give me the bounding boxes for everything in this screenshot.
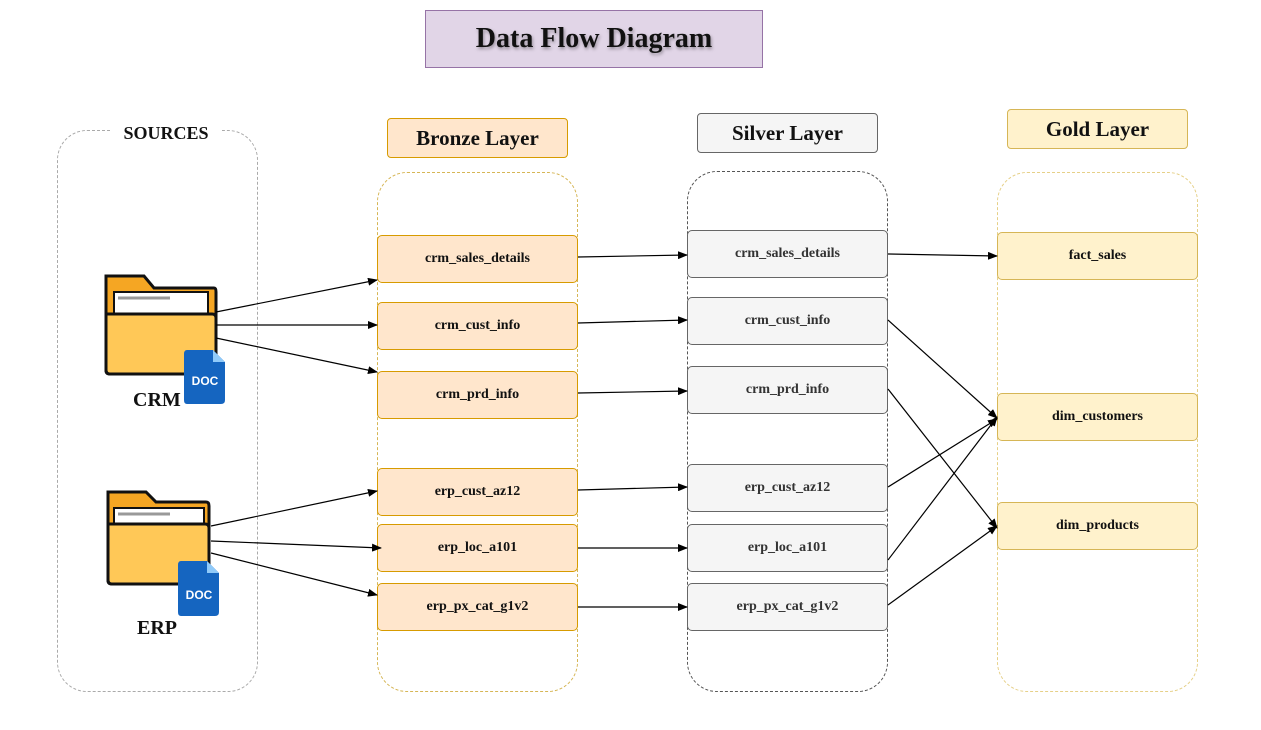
silver-node-erp-cust-az12: erp_cust_az12 [687, 464, 888, 512]
silver-node-erp-loc-a101: erp_loc_a101 [687, 524, 888, 572]
crm-folder-icon [104, 274, 218, 376]
edge-silver-crm-prd-info-to-dim-products [887, 388, 998, 529]
bronze-node-crm-sales-details: crm_sales_details [377, 235, 578, 283]
bronze-node-crm-cust-info: crm_cust_info [377, 302, 578, 350]
erp-doc-badge: DOC [185, 588, 213, 602]
gold-layer-header: Gold Layer [1007, 109, 1188, 149]
gold-node-dim-products: dim_products [997, 502, 1198, 550]
gold-node-dim-customers: dim_customers [997, 393, 1198, 441]
silver-node-crm-cust-info: crm_cust_info [687, 297, 888, 345]
bronze-layer-header: Bronze Layer [387, 118, 568, 158]
crm-doc-badge: DOC [191, 374, 219, 388]
bronze-layer-container [377, 172, 578, 692]
edge-silver-erp-px-cat-g1v2-to-dim-products [887, 525, 998, 606]
edge-silver-crm-cust-info-to-dim-customers [887, 319, 998, 419]
edge-erp-to-bronze-erp-loc-a101 [210, 540, 382, 552]
edge-crm-to-bronze-crm-prd-info [215, 337, 378, 375]
sources-label: SOURCES [110, 120, 222, 146]
bronze-node-crm-prd-info: crm_prd_info [377, 371, 578, 419]
silver-layer-header: Silver Layer [697, 113, 878, 153]
bronze-node-erp-loc-a101: erp_loc_a101 [377, 524, 578, 572]
erp-folder-icon [106, 490, 211, 586]
edge-silver-erp-loc-a101-to-dim-customers [887, 416, 998, 561]
edge-silver-erp-cust-az12-to-dim-customers [887, 418, 998, 488]
erp-doc-icon [178, 561, 219, 616]
bronze-node-erp-px-cat-g1v2: erp_px_cat_g1v2 [377, 583, 578, 631]
silver-node-crm-prd-info: crm_prd_info [687, 366, 888, 414]
erp-source-label: ERP [137, 617, 177, 639]
edge-bronze-to-silver-crm-sales-details [577, 251, 688, 260]
crm-doc-icon [184, 350, 225, 404]
bronze-node-erp-cust-az12: erp_cust_az12 [377, 468, 578, 516]
crm-source-label: CRM [133, 389, 181, 411]
edge-erp-to-bronze-erp-cust-az12 [210, 488, 378, 527]
edge-silver-to-gold-fact-sales [887, 251, 998, 260]
silver-layer-container [687, 171, 888, 692]
edge-bronze-to-silver-erp-cust-az12 [577, 483, 688, 492]
diagram-title: Data Flow Diagram [425, 10, 763, 68]
edge-erp-to-bronze-erp-px-cat-g1v2 [210, 552, 378, 597]
edge-crm-to-bronze-crm-sales-details [215, 277, 378, 313]
edge-bronze-to-silver-crm-prd-info [577, 387, 688, 396]
edge-bronze-to-silver-crm-cust-info [577, 316, 688, 325]
silver-node-crm-sales-details: crm_sales_details [687, 230, 888, 278]
gold-node-fact-sales: fact_sales [997, 232, 1198, 280]
